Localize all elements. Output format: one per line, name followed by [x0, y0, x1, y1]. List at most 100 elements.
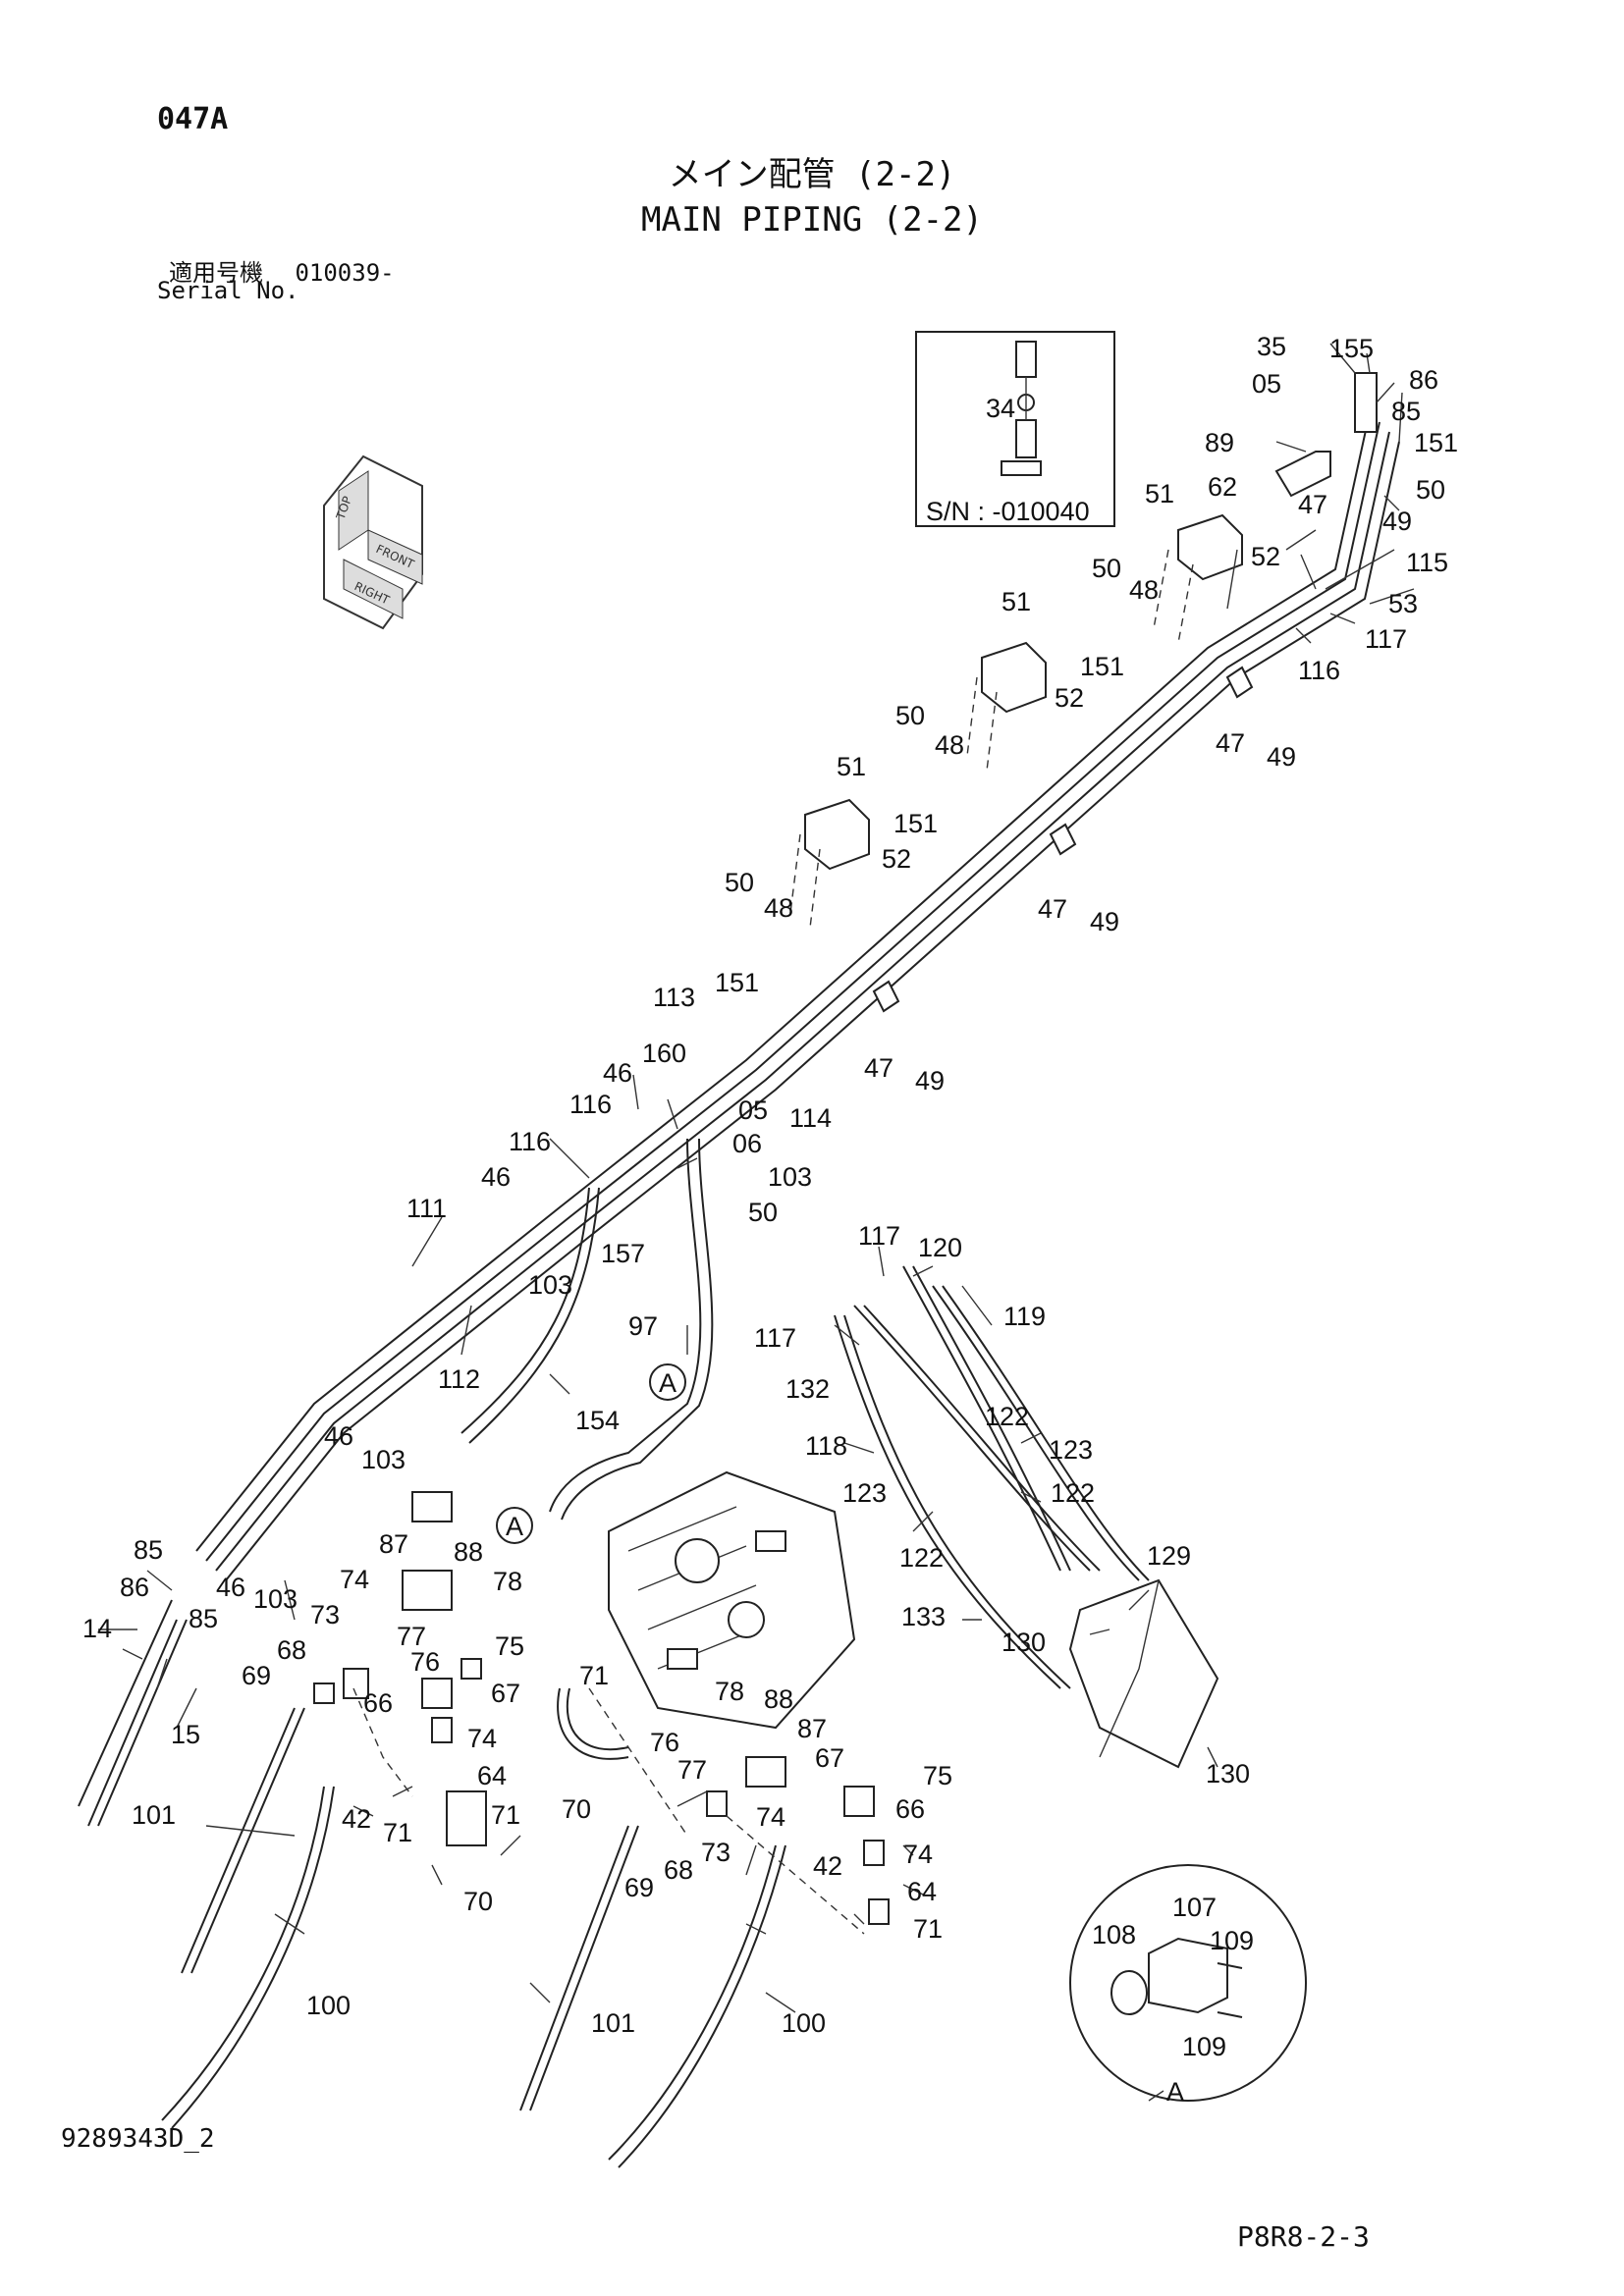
callout-71: 71 — [579, 1661, 609, 1690]
callout-74: 74 — [340, 1565, 369, 1594]
callout-48: 48 — [935, 730, 964, 760]
callout-116: 116 — [1298, 656, 1340, 685]
callout-89: 89 — [1205, 428, 1234, 457]
callout-160: 160 — [642, 1039, 686, 1068]
serial-label-jp: 適用号機 — [169, 259, 263, 287]
callout-62: 62 — [1208, 472, 1237, 502]
inset-serial: S/N : -010040 — [926, 497, 1090, 526]
callout-87: 87 — [379, 1529, 408, 1559]
callout-123: 123 — [1049, 1435, 1093, 1465]
callout-49: 49 — [1267, 742, 1296, 772]
pipe-brackets — [789, 451, 1331, 1013]
callout-48: 48 — [1129, 575, 1159, 605]
drawing-number: 9289343D_2 — [61, 2124, 215, 2154]
callout-103: 103 — [361, 1445, 406, 1474]
callout-118: 118 — [805, 1431, 847, 1461]
callout-155: 155 — [1329, 334, 1374, 363]
callout-70: 70 — [463, 1887, 493, 1916]
callout-42: 42 — [342, 1804, 371, 1834]
callout-48: 48 — [764, 893, 793, 923]
callout-151: 151 — [715, 968, 759, 997]
callout-85: 85 — [189, 1604, 218, 1633]
callout-75: 75 — [495, 1631, 524, 1661]
callout-section-a: A — [659, 1368, 677, 1398]
orientation-indicator: TOP FRONT RIGHT — [323, 454, 423, 630]
callout-52: 52 — [882, 844, 911, 874]
callout-86: 86 — [120, 1573, 149, 1602]
callout-42: 42 — [813, 1851, 842, 1881]
callout-76: 76 — [410, 1647, 440, 1677]
callout-103: 103 — [253, 1584, 298, 1614]
callout-67: 67 — [815, 1743, 844, 1773]
callout-50: 50 — [725, 868, 754, 897]
callout-132: 132 — [785, 1374, 830, 1404]
callout-05: 05 — [738, 1095, 768, 1125]
callout-66: 66 — [895, 1794, 925, 1824]
callout-47: 47 — [864, 1053, 893, 1083]
callout-51: 51 — [1001, 587, 1031, 616]
callout-116: 116 — [509, 1127, 551, 1156]
page-reference: P8R8-2-3 — [1237, 2220, 1370, 2253]
callout-115: 115 — [1406, 548, 1448, 577]
detail-a-callout-107: 107 — [1172, 1893, 1217, 1922]
callout-100: 100 — [306, 1991, 351, 2020]
page-title-en: MAIN PIPING (2-2) — [641, 200, 983, 240]
callout-78: 78 — [715, 1677, 744, 1706]
callout-69: 69 — [242, 1661, 271, 1690]
detail-a-callout-109: 109 — [1182, 2032, 1226, 2061]
callout-70: 70 — [562, 1794, 591, 1824]
callout-113: 113 — [653, 983, 695, 1012]
callout-130: 130 — [1206, 1759, 1250, 1789]
callout-50: 50 — [1416, 475, 1445, 505]
serial-label-en: Serial No. — [157, 277, 299, 304]
callout-129: 129 — [1147, 1541, 1191, 1571]
callout-151: 151 — [893, 809, 938, 838]
callout-73: 73 — [701, 1838, 731, 1867]
callout-35: 35 — [1257, 332, 1286, 361]
callout-85: 85 — [134, 1535, 163, 1565]
callout-78: 78 — [493, 1567, 522, 1596]
callout-52: 52 — [1055, 683, 1084, 713]
callout-47: 47 — [1298, 490, 1327, 519]
callout-87: 87 — [797, 1714, 827, 1743]
callout-46: 46 — [324, 1421, 353, 1451]
control-valve — [608, 1470, 856, 1730]
callout-114: 114 — [789, 1103, 832, 1133]
serial-applicability: 適用号機 010039- — [169, 253, 395, 288]
callout-section-a: A — [506, 1512, 523, 1541]
page-title-jp: メイン配管 (2-2) — [668, 155, 956, 194]
callout-46: 46 — [216, 1573, 245, 1602]
callout-100: 100 — [782, 2008, 826, 2038]
callout-49: 49 — [915, 1066, 945, 1095]
callout-101: 101 — [591, 2008, 635, 2038]
callout-51: 51 — [837, 752, 866, 781]
callout-64: 64 — [477, 1761, 507, 1790]
callout-53: 53 — [1388, 589, 1418, 618]
callout-103: 103 — [768, 1162, 812, 1192]
callout-51: 51 — [1145, 479, 1174, 508]
cover-129 — [1068, 1578, 1219, 1769]
main-pipes — [195, 372, 1403, 1581]
callout-77: 77 — [397, 1622, 426, 1651]
callout-75: 75 — [923, 1761, 952, 1790]
callout-133: 133 — [901, 1602, 946, 1631]
callout-74: 74 — [903, 1840, 933, 1869]
leader-lines — [98, 343, 1415, 2013]
callout-112: 112 — [438, 1364, 480, 1394]
callout-74: 74 — [756, 1802, 785, 1832]
callout-117: 117 — [1365, 624, 1407, 654]
callout-14: 14 — [82, 1614, 112, 1643]
callout-47: 47 — [1038, 894, 1067, 924]
fitting-group-left — [313, 1491, 487, 1846]
callout-111: 111 — [406, 1194, 447, 1223]
callout-71: 71 — [491, 1800, 520, 1830]
callout-122: 122 — [899, 1543, 944, 1573]
callout-123: 123 — [842, 1478, 887, 1508]
callout-50: 50 — [895, 701, 925, 730]
callout-52: 52 — [1251, 542, 1280, 571]
callout-103: 103 — [528, 1270, 572, 1300]
callout-86: 86 — [1409, 365, 1438, 395]
callout-157: 157 — [601, 1239, 645, 1268]
callout-71: 71 — [383, 1818, 412, 1847]
